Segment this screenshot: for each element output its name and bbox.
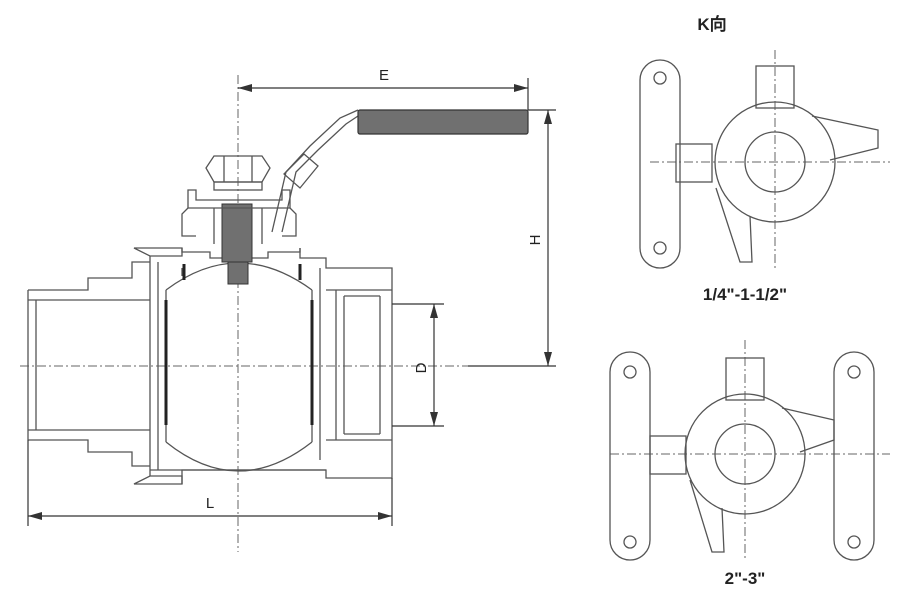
dimension-label-l: L: [206, 495, 214, 512]
dimension-label-h: H: [527, 235, 544, 246]
dimension-e: E: [238, 67, 529, 110]
dimension-l: L: [27, 440, 393, 526]
k-view-large: 2"-3": [609, 340, 890, 588]
k-view-small: 1/4"-1-1/2": [639, 50, 890, 304]
caption-large-sizes: 2"-3": [725, 569, 766, 588]
stem: [213, 203, 263, 285]
caption-small-sizes: 1/4"-1-1/2": [703, 285, 787, 304]
view-label: K向: [697, 14, 726, 34]
ball: [164, 262, 314, 472]
lever-grip: [357, 109, 529, 135]
left-body-end: [27, 247, 183, 485]
dimension-d: D: [392, 303, 444, 427]
dimension-h: H: [468, 109, 556, 367]
dimension-label-d: D: [413, 362, 430, 373]
stem-nut: [181, 155, 297, 237]
valve-section-view: E H D L: [20, 67, 556, 552]
right-body-end: [326, 289, 392, 441]
dimension-label-e: E: [379, 67, 389, 84]
lever-handle: [271, 109, 529, 233]
